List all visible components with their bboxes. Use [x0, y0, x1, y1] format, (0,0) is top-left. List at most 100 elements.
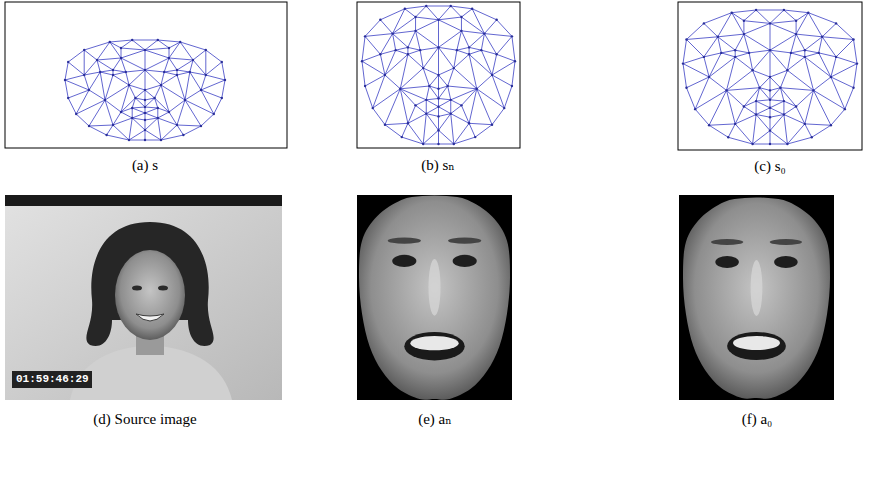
mesh-vertex: [131, 117, 133, 119]
eye: [158, 286, 168, 291]
mesh-vertex: [795, 105, 797, 107]
mesh-vertex: [812, 89, 814, 91]
mesh-vertex: [727, 136, 729, 138]
mesh-vertex: [821, 36, 823, 38]
mesh-vertex: [743, 105, 745, 107]
mesh-vertex: [783, 113, 785, 115]
mesh-vertex: [399, 88, 401, 90]
mesh-vertex: [364, 35, 366, 37]
mesh-vertex: [64, 79, 66, 81]
mesh-vertex: [414, 16, 416, 18]
panel-caption: (f) a₀: [742, 410, 773, 428]
mesh-vertex: [104, 99, 106, 101]
mesh-vertex: [682, 62, 684, 64]
mesh-vertex: [361, 60, 363, 62]
eye: [774, 256, 798, 268]
mesh-vertex: [786, 143, 788, 145]
face-texture: [359, 195, 510, 399]
brow: [448, 238, 481, 244]
mesh-vertex: [176, 74, 178, 76]
mesh-vertex: [168, 111, 170, 113]
mesh-vertex: [437, 106, 439, 108]
mesh-vertex: [414, 30, 416, 32]
mesh-vertex: [131, 107, 133, 109]
mesh-vertex: [112, 74, 114, 76]
mesh-vertex: [835, 56, 837, 58]
mesh-vertex: [144, 99, 146, 101]
mesh-vertex: [419, 49, 421, 51]
shape-mesh: [361, 5, 516, 145]
face-texture: [683, 197, 830, 398]
mesh-vertex: [725, 89, 727, 91]
mesh-vertex: [213, 113, 215, 115]
mesh-vertex: [471, 8, 473, 10]
mesh-vertex: [514, 60, 516, 62]
stamp-patch: [12, 371, 92, 388]
mesh-vertex: [189, 71, 191, 73]
mesh-vertex: [414, 104, 416, 106]
mesh-vertex: [717, 36, 719, 38]
mesh-vertex: [491, 74, 493, 76]
mesh-vertex: [795, 20, 797, 22]
panel-caption: (a) s: [132, 156, 158, 174]
mesh-vertex: [790, 52, 792, 54]
mesh-vertex: [769, 76, 771, 78]
mesh-vertex: [835, 22, 837, 24]
mesh-vertex: [425, 5, 427, 7]
mesh-vertex: [120, 111, 122, 113]
mesh-vertex: [83, 74, 85, 76]
mesh-vertex: [468, 53, 470, 55]
brow: [770, 239, 802, 245]
mesh-vertex: [192, 59, 194, 61]
mesh-vertex: [437, 88, 439, 90]
mesh-vertex: [67, 61, 69, 63]
mesh-vertex: [450, 112, 452, 114]
mesh-edges: [362, 6, 515, 144]
mesh-vertex: [384, 74, 386, 76]
mesh-vertex: [769, 22, 771, 24]
mesh-vertex: [491, 123, 493, 125]
mesh-vertex: [176, 69, 178, 71]
mesh-vertex: [120, 57, 122, 59]
mesh-vertex: [511, 35, 513, 37]
mesh-vertex: [221, 97, 223, 99]
mesh-vertex: [476, 88, 478, 90]
mesh-vertex: [694, 108, 696, 110]
mesh-vertex: [769, 99, 771, 101]
mesh-vertex: [394, 49, 396, 51]
mesh-vertex: [755, 113, 757, 115]
mesh-vertex: [112, 69, 114, 71]
mesh-vertex: [830, 76, 832, 78]
mesh-vertex: [437, 46, 439, 48]
mesh-vertex: [437, 143, 439, 145]
mesh-vertex: [99, 71, 101, 73]
mesh-vertex: [783, 100, 785, 102]
mesh-vertex: [144, 49, 146, 51]
mesh-vertex: [144, 139, 146, 141]
mesh-vertex: [734, 56, 736, 58]
mesh-vertex: [379, 53, 381, 55]
mesh-vertex: [125, 71, 127, 73]
mesh-vertex: [807, 11, 809, 13]
mesh-vertex: [160, 139, 162, 141]
mesh-vertex: [88, 89, 90, 91]
mesh-vertex: [422, 67, 424, 69]
mesh-vertex: [75, 113, 77, 115]
mesh-vertex: [391, 32, 393, 34]
hair: [86, 222, 213, 346]
mesh-vertex: [769, 107, 771, 109]
mesh-vertex: [708, 124, 710, 126]
mesh-vertex: [83, 49, 85, 51]
mesh-vertex: [407, 53, 409, 55]
mesh-vertex: [755, 9, 757, 11]
mesh-vertex: [176, 124, 178, 126]
mesh-vertex: [407, 46, 409, 48]
mesh-vertex: [495, 53, 497, 55]
mesh-vertex: [779, 87, 781, 89]
mesh-vertex: [179, 41, 181, 43]
teeth: [410, 336, 458, 350]
mesh-vertex: [163, 71, 165, 73]
mouth: [404, 332, 464, 360]
mesh-vertex: [112, 124, 114, 126]
warped-face: [357, 195, 512, 400]
